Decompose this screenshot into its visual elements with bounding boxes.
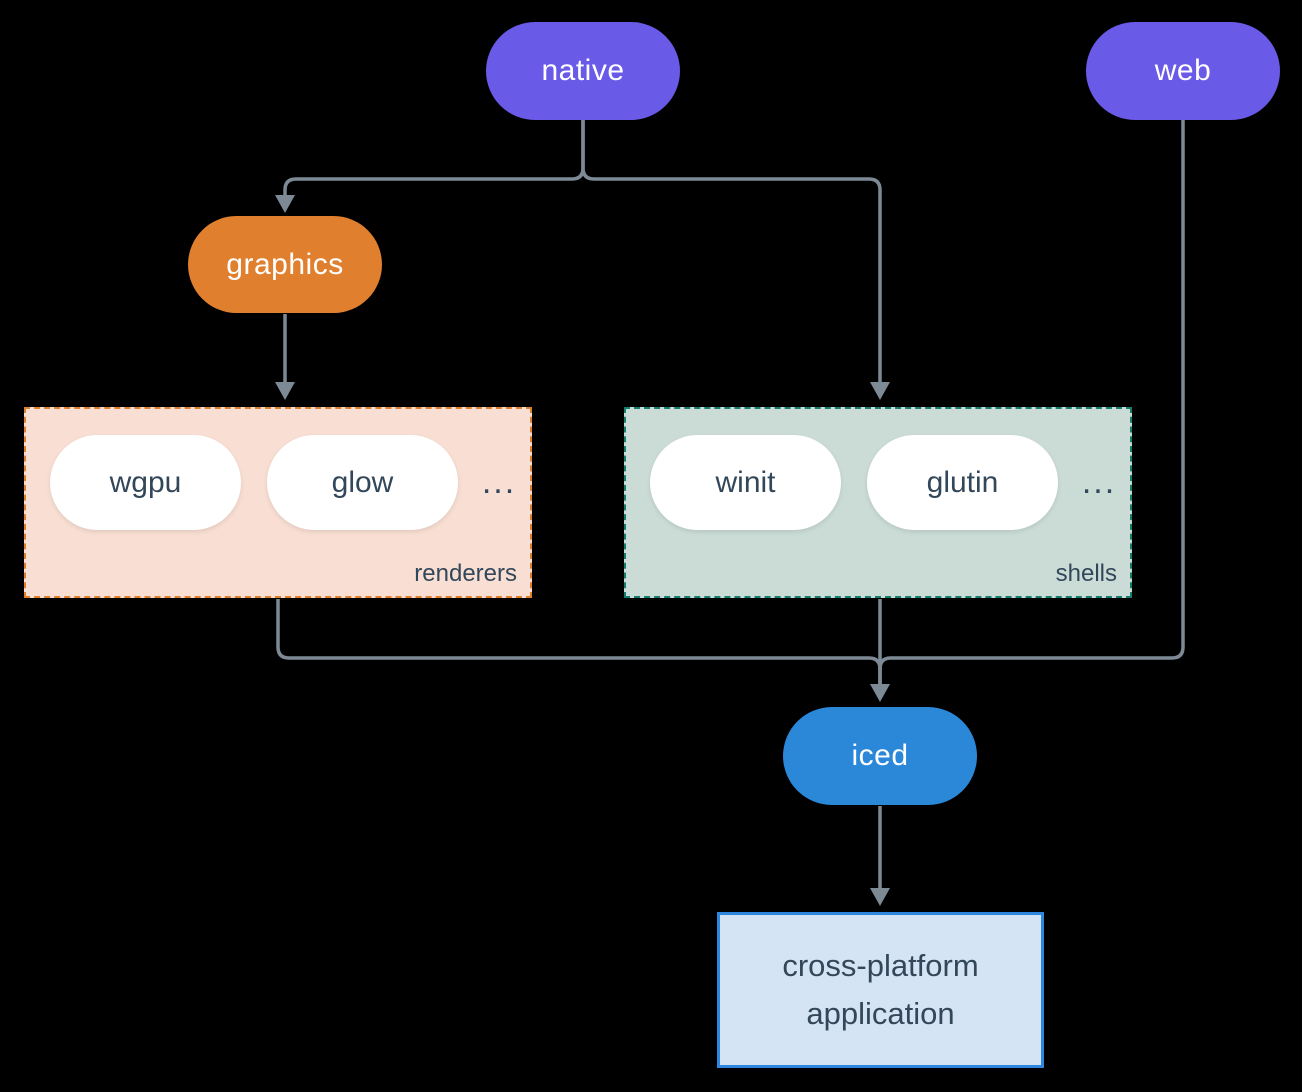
- shells-ellipsis: ...: [1081, 463, 1117, 501]
- node-glutin: glutin: [867, 435, 1058, 530]
- edge-renderers-to-iced: [276, 599, 882, 686]
- app-label-line1: cross-platform: [782, 947, 979, 983]
- edge-web-to-iced: [878, 120, 1185, 686]
- node-native-label: native: [541, 54, 625, 87]
- renderers-ellipsis: ...: [481, 463, 517, 501]
- node-iced: iced: [783, 707, 977, 805]
- node-graphics-label: graphics: [226, 247, 344, 281]
- arrowhead-graphics: [275, 195, 295, 213]
- node-winit-label: winit: [715, 465, 776, 499]
- node-native: native: [486, 22, 680, 120]
- arrowhead-app: [870, 888, 890, 906]
- node-winit: winit: [650, 435, 841, 530]
- node-graphics: graphics: [188, 216, 382, 313]
- app-label-line2: application: [806, 996, 955, 1031]
- group-renderers: wgpu glow ... renderers: [24, 407, 532, 598]
- arrowhead-iced: [870, 684, 890, 702]
- node-glow-label: glow: [331, 465, 394, 499]
- renderers-group-label: renderers: [414, 560, 517, 587]
- node-glow: glow: [267, 435, 458, 530]
- shells-group-label: shells: [1055, 560, 1117, 587]
- edge-native-to-shells: [581, 120, 882, 383]
- edge-native-to-graphics: [283, 120, 585, 196]
- node-glutin-label: glutin: [926, 465, 999, 499]
- node-web-label: web: [1154, 54, 1212, 87]
- node-cross-platform-application: cross-platform application: [717, 912, 1044, 1068]
- node-iced-label: iced: [851, 739, 909, 772]
- group-shells: winit glutin ... shells: [624, 407, 1132, 598]
- node-wgpu-label: wgpu: [109, 465, 182, 499]
- arrowhead-shells: [870, 382, 890, 400]
- arrowhead-renderers: [275, 382, 295, 400]
- node-wgpu: wgpu: [50, 435, 241, 530]
- node-web: web: [1086, 22, 1280, 120]
